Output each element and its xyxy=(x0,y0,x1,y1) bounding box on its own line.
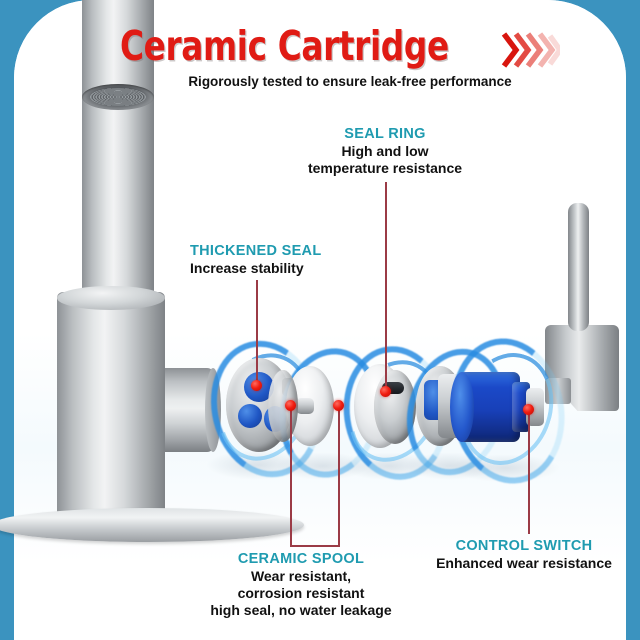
part5-cartridge-collar xyxy=(512,382,530,432)
page-title: Ceramic Cartridge xyxy=(120,22,449,70)
callout-seal-ring-line-1: High and low xyxy=(341,143,429,159)
faucet-outlet-cap xyxy=(205,368,221,452)
leader-line-spool-bracket xyxy=(290,545,340,547)
leader-line-spool-b xyxy=(338,404,340,546)
callout-ceramic-spool-line-2: corrosion resistant xyxy=(237,585,365,601)
page-subtitle: Rigorously tested to ensure leak-free pe… xyxy=(188,74,512,89)
part2-shadow xyxy=(276,452,370,480)
callout-control-switch-line-1: Enhanced wear resistance xyxy=(436,555,612,571)
marker-seal-ring xyxy=(380,386,391,397)
marker-ceramic-spool-a xyxy=(285,400,296,411)
part5-cartridge-face xyxy=(450,372,474,442)
marker-thickened-seal xyxy=(251,380,262,391)
faucet-spout xyxy=(82,0,154,304)
header: Ceramic Cartridge Rigorously tested to e… xyxy=(120,24,580,94)
part4-shadow xyxy=(404,452,496,480)
leader-line-thickened-seal xyxy=(256,280,258,384)
callout-seal-ring-line-2: temperature resistance xyxy=(307,160,463,176)
leader-line-seal-ring xyxy=(385,182,387,390)
marker-ceramic-spool-b xyxy=(333,400,344,411)
double-chevron-right-icon xyxy=(501,32,560,68)
callout-control-switch-heading: CONTROL SWITCH xyxy=(455,538,593,554)
marker-control-switch xyxy=(523,404,534,415)
handle-stem-socket xyxy=(545,378,571,404)
callout-ceramic-spool-line-1: Wear resistant, xyxy=(250,568,352,584)
callout-thickened-seal-heading: THICKENED SEAL xyxy=(190,243,322,259)
part5-shadow xyxy=(450,454,560,482)
callout-thickened-seal: THICKENED SEAL Increase stability xyxy=(190,243,322,277)
callout-seal-ring-heading: SEAL RING xyxy=(344,126,426,142)
callout-control-switch: CONTROL SWITCH Enhanced wear resistance xyxy=(424,538,624,572)
part1-shadow xyxy=(206,450,310,480)
callout-seal-ring: SEAL RING High and low temperature resis… xyxy=(288,126,482,177)
aerator-screen-icon xyxy=(90,88,146,106)
part2-keyway xyxy=(296,398,314,414)
callout-ceramic-spool-heading: CERAMIC SPOOL xyxy=(237,551,365,567)
leader-line-control-switch xyxy=(528,410,530,534)
part5-stem-block xyxy=(526,388,544,426)
part1-blue-seal-b xyxy=(238,404,262,428)
callout-ceramic-spool: CERAMIC SPOOL Wear resistant, corrosion … xyxy=(182,551,420,619)
faucet-body xyxy=(57,292,165,530)
faucet-body-cap xyxy=(57,286,165,310)
deck-plate xyxy=(0,508,304,542)
part3-shadow xyxy=(340,452,438,480)
leader-line-spool-a xyxy=(290,404,292,546)
callout-ceramic-spool-line-3: high seal, no water leakage xyxy=(210,602,392,618)
callout-thickened-seal-line-1: Increase stability xyxy=(190,260,304,276)
handle-rod xyxy=(568,203,589,331)
